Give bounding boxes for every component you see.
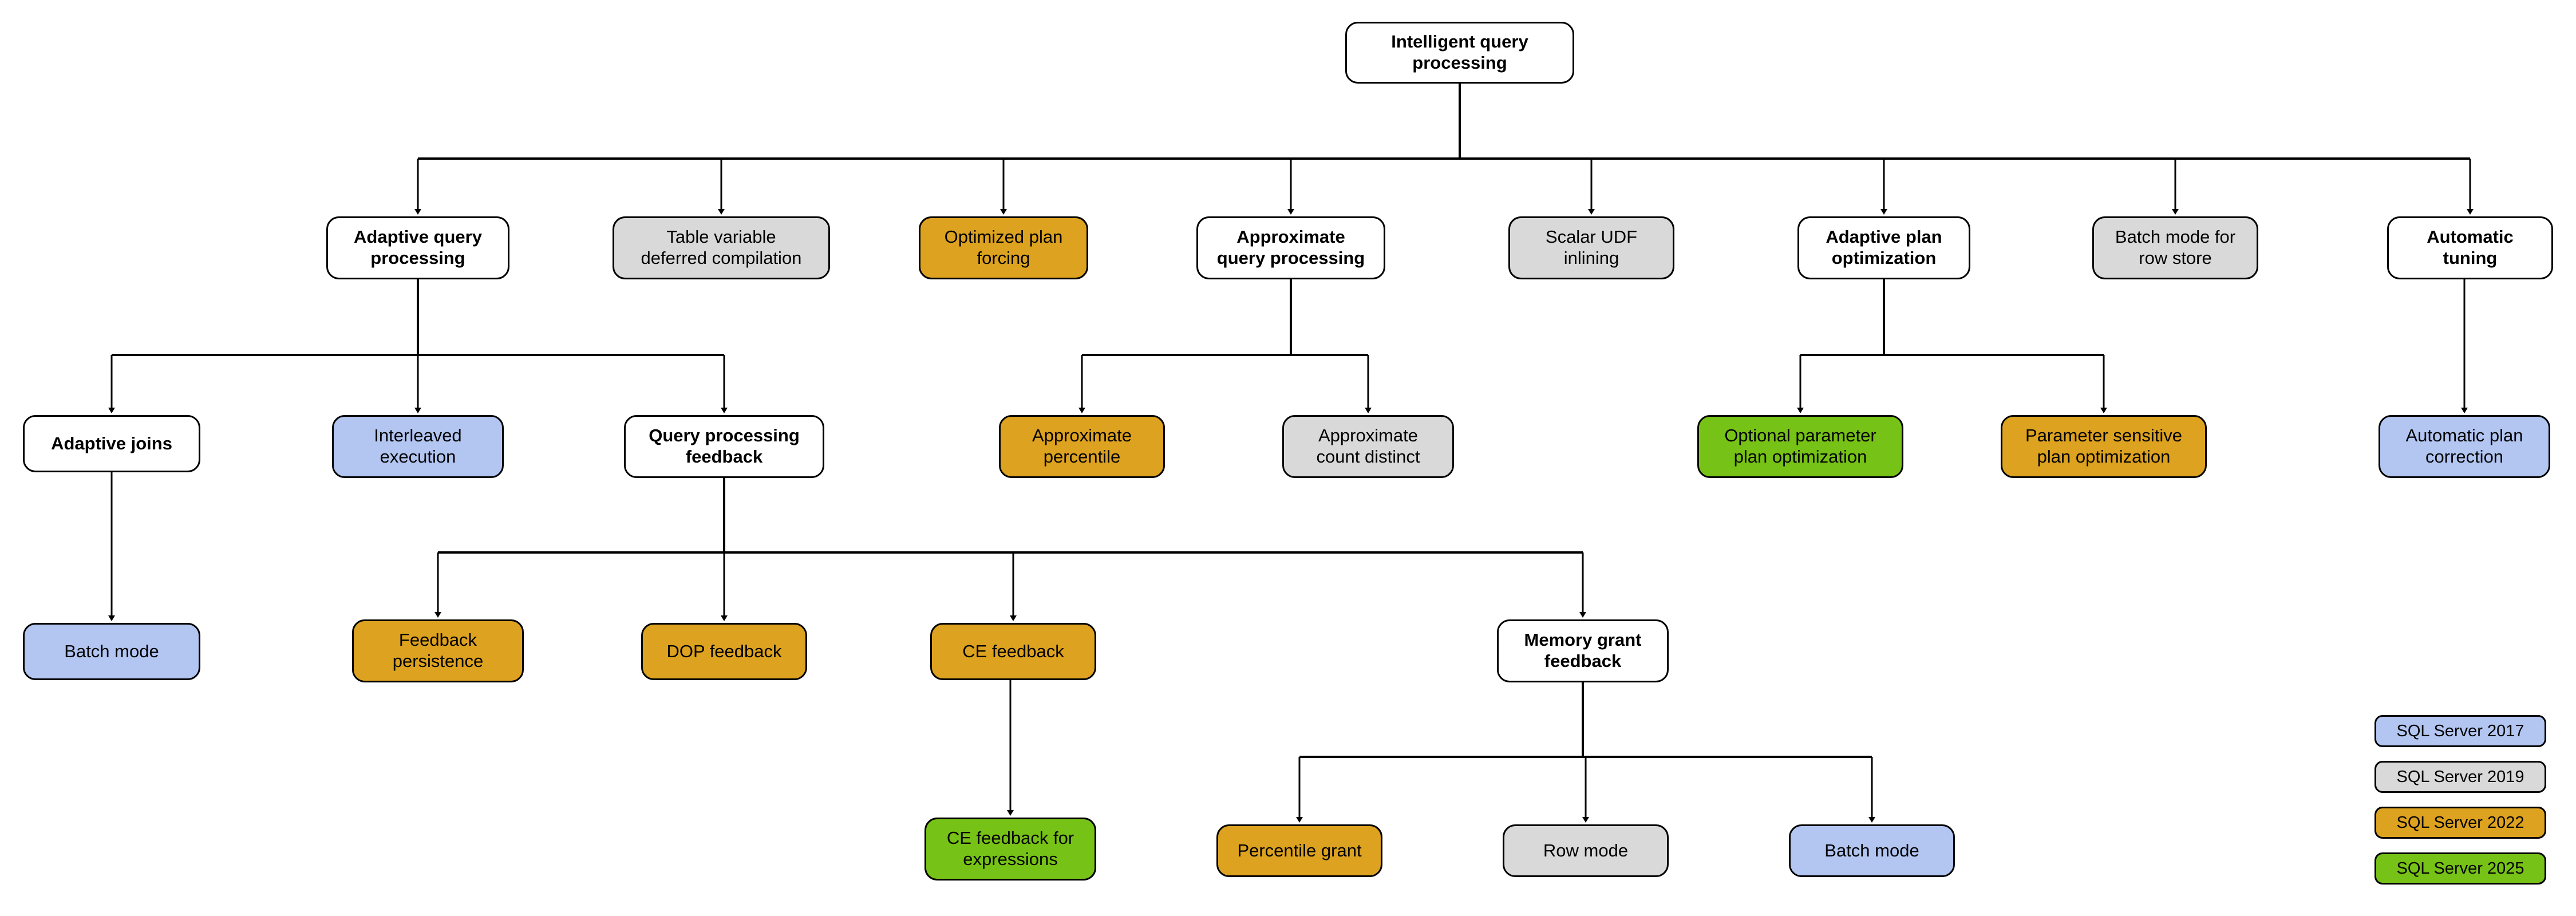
node-qpf[interactable]: Query processing feedback <box>624 415 824 478</box>
node-batchmode2[interactable]: Batch mode <box>1789 824 1955 877</box>
node-oppo[interactable]: Optional parameter plan optimization <box>1697 415 1903 478</box>
node-bmrs[interactable]: Batch mode for row store <box>2092 216 2258 279</box>
legend-item-0: SQL Server 2017 <box>2374 715 2546 747</box>
node-udf[interactable]: Scalar UDF inlining <box>1508 216 1674 279</box>
legend-item-3: SQL Server 2025 <box>2374 852 2546 885</box>
node-pctgrant[interactable]: Percentile grant <box>1216 824 1382 877</box>
node-batch1[interactable]: Batch mode <box>23 623 200 680</box>
node-cefbexpr[interactable]: CE feedback for expressions <box>924 818 1096 881</box>
node-opf[interactable]: Optimized plan forcing <box>919 216 1088 279</box>
node-aqp[interactable]: Adaptive query processing <box>326 216 509 279</box>
node-interleaved[interactable]: Interleaved execution <box>332 415 504 478</box>
node-cefb[interactable]: CE feedback <box>930 623 1096 680</box>
legend-item-1: SQL Server 2019 <box>2374 761 2546 793</box>
node-pspo[interactable]: Parameter sensitive plan optimization <box>2001 415 2207 478</box>
node-mgf[interactable]: Memory grant feedback <box>1497 619 1669 682</box>
node-fbpers[interactable]: Feedback persistence <box>352 619 524 682</box>
node-tvdc[interactable]: Table variable deferred compilation <box>613 216 830 279</box>
node-aqproc[interactable]: Approximate query processing <box>1196 216 1385 279</box>
node-autotune[interactable]: Automatic tuning <box>2387 216 2553 279</box>
node-apo[interactable]: Adaptive plan optimization <box>1797 216 1970 279</box>
legend-item-2: SQL Server 2022 <box>2374 807 2546 839</box>
node-apc[interactable]: Automatic plan correction <box>2379 415 2550 478</box>
node-adjoins[interactable]: Adaptive joins <box>23 415 200 472</box>
node-root[interactable]: Intelligent query processing <box>1345 22 1574 84</box>
node-rowmode[interactable]: Row mode <box>1503 824 1669 877</box>
node-apct[interactable]: Approximate percentile <box>999 415 1165 478</box>
node-acd[interactable]: Approximate count distinct <box>1282 415 1454 478</box>
node-dopfb[interactable]: DOP feedback <box>641 623 807 680</box>
